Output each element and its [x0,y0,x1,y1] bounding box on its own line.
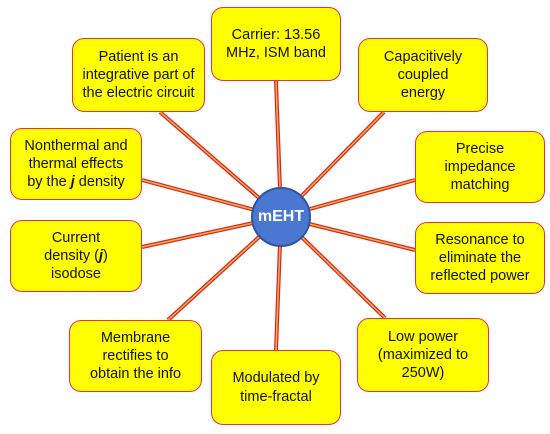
node-patient-line-2: integrative part of [82,66,195,83]
node-membrane: Membrane rectifies to obtain the info [69,320,202,392]
node-modulated-line-1: Modulated by [232,370,320,387]
node-current-j-symbol: j [98,247,103,264]
node-membrane-line-2: rectifies to [102,347,169,364]
node-nonthermal-j-symbol: j [70,174,75,191]
node-nonthermal-line-2: thermal effects [28,155,124,172]
node-resonance-line-2: eliminate the [438,249,522,266]
node-lowpower-line-1: Low power [387,328,459,345]
node-modulated-line-2: time-fractal [240,388,312,405]
node-patient-line-1: Patient is an [98,48,179,65]
node-nonthermal-line-3-pre: by the [27,174,71,191]
node-nonthermal-line-1: Nonthermal and [24,137,128,154]
node-current-line-3: isodose [51,266,101,283]
node-resonance-line-3: reflected power [430,268,530,285]
node-lowpower-line-2: (maximized to [377,346,469,363]
node-patient-line-3: the electric circuit [82,85,195,102]
node-lowpower: Low power (maximized to 250W) [357,318,489,392]
node-current-line-2-pre: density ( [44,247,99,264]
node-lowpower-line-3: 250W) [401,365,445,382]
node-modulated: Modulated by time-fractal [211,350,341,425]
node-current: Current density (j) isodose [10,220,142,292]
node-current-line-1: Current [51,229,101,246]
node-carrier: Carrier: 13.56 MHz, ISM band [211,7,341,81]
node-precise-line-1: Precise [455,140,505,157]
node-patient: Patient is an integrative part of the el… [72,38,205,112]
node-precise-line-2: impedance [444,158,516,175]
node-resonance-line-1: Resonance to [435,231,525,248]
hub-label: mEHT [257,208,305,225]
node-nonthermal: Nonthermal and thermal effects by the j … [10,128,142,200]
node-current-line-2-post: ) [103,247,108,264]
node-capacitive: Capacitively coupled energy [358,38,488,112]
node-resonance: Resonance to eliminate the reflected pow… [415,222,545,294]
node-carrier-line-2: MHz, ISM band [226,45,326,61]
node-current-line-2: density (j) [44,247,108,265]
node-precise: Precise impedance matching [415,131,545,203]
node-precise-line-3: matching [450,177,510,194]
node-nonthermal-line-3: by the j density [24,173,127,191]
node-membrane-line-3: obtain the info [89,366,182,383]
hub-circle: mEHT [251,187,311,247]
node-carrier-line-1: Carrier: 13.56 [231,26,321,43]
node-nonthermal-line-3-post: density [74,174,125,191]
node-capacitive-line-1: Capacitively coupled [383,48,463,83]
node-capacitive-line-2: energy [400,85,446,102]
node-membrane-line-1: Membrane [100,329,171,346]
